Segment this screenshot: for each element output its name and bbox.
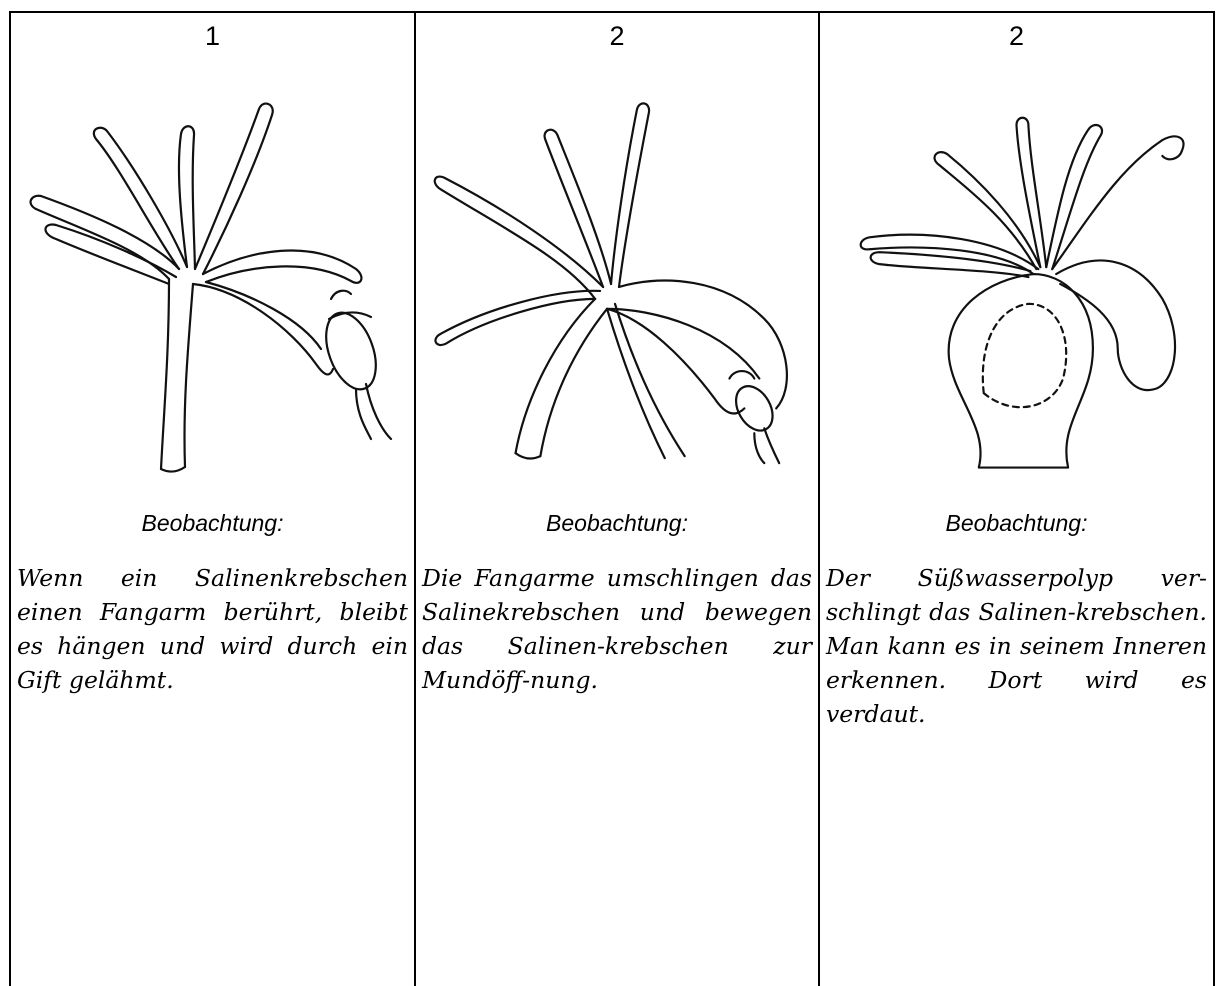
panel-number: 1 [11, 21, 414, 52]
observation-label: Beobachtung: [11, 510, 414, 537]
panel-3: 2 Beobachtung: Der Süßwasserpolyp ver-sc… [818, 13, 1213, 986]
panel-1: 1 [11, 13, 414, 986]
panel-2: 2 [414, 13, 818, 986]
hydra-swallowing-prey-icon [820, 79, 1213, 479]
hydra-catching-prey-icon [11, 79, 414, 479]
panel-number: 2 [416, 21, 818, 52]
observation-table: 1 [9, 11, 1215, 986]
hydra-wrapping-prey-icon [416, 79, 818, 479]
observation-label: Beobachtung: [820, 510, 1213, 537]
observation-text: Wenn ein Salinenkrebschen einen Fangarm … [17, 561, 408, 697]
observation-text: Die Fangarme umschlingen das Salinekrebs… [422, 561, 812, 697]
observation-text: Der Süßwasserpolyp ver-schlingt das Sali… [826, 561, 1207, 731]
observation-label: Beobachtung: [416, 510, 818, 537]
panel-number: 2 [820, 21, 1213, 52]
